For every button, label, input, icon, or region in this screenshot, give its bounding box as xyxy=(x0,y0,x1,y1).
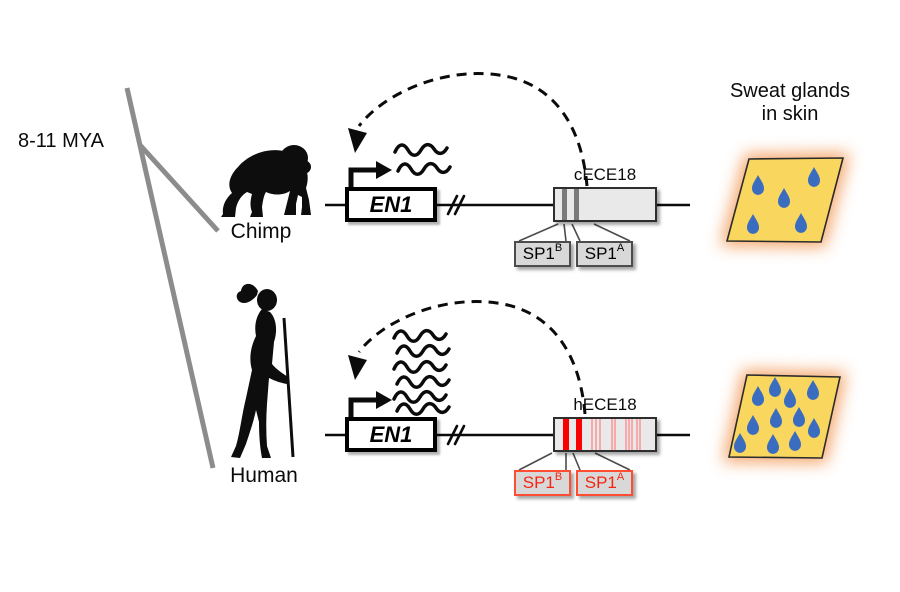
human-sp1-site-stripe xyxy=(576,419,582,450)
human-promoter-arrow-icon xyxy=(348,391,392,417)
human-enhancer-label: hECE18 xyxy=(573,395,637,414)
chimp-transcript-wave-icon xyxy=(393,142,449,157)
phylogeny-chimp-branch-line xyxy=(138,143,220,233)
human-variant-stripe xyxy=(611,419,613,450)
human-sp1a-site-box: SP1A xyxy=(576,470,633,496)
human-sweat-drop-icon xyxy=(789,431,801,451)
chimp-sp1-callout-lines xyxy=(518,223,631,242)
human-sweat-drop-icon xyxy=(807,380,819,400)
chimp-silhouette-icon xyxy=(221,145,311,217)
chimp-sweat-drop-icon xyxy=(808,167,820,187)
chimp-sp1-site-stripe xyxy=(574,189,579,220)
chimp-label: Chimp xyxy=(230,220,292,243)
human-sp1b-label: SP1B xyxy=(522,471,563,492)
chimp-enhancer-label: cECE18 xyxy=(573,165,637,184)
walking-stick-icon xyxy=(282,317,295,458)
human-variant-stripe xyxy=(591,419,593,450)
human-variant-stripe xyxy=(639,419,641,450)
human-sp1b-site-box: SP1B xyxy=(514,470,571,496)
human-sp1-callout-lines xyxy=(518,452,631,471)
human-transcript-wave-icon xyxy=(392,359,448,374)
sweat-glands-heading: Sweat glands in skin xyxy=(712,80,868,126)
chimp-promoter-arrow-icon xyxy=(348,161,392,187)
chimp-transcript-wave-icon xyxy=(396,161,452,176)
chimp-sweat-drop-icon xyxy=(795,213,807,233)
human-enhancer-loop-arc xyxy=(357,300,587,415)
human-sweat-drop-icon xyxy=(808,418,820,438)
chimp-transcript-waves xyxy=(393,142,452,176)
human-variant-stripe xyxy=(628,419,630,450)
chimp-sweat-drops xyxy=(747,167,820,234)
human-label: Human xyxy=(230,464,298,487)
chimp-sp1b-label: SP1B xyxy=(522,242,563,263)
human-ponytail xyxy=(236,283,258,303)
human-sweat-drop-icon xyxy=(793,407,805,427)
chimp-sp1a-site-box: SP1A xyxy=(576,241,633,267)
human-en1-gene-box: EN1 xyxy=(345,417,437,452)
chimp-enhancer-loop-arc xyxy=(357,72,589,187)
human-sweat-drop-icon xyxy=(767,434,779,454)
chimp-sweat-drop-icon xyxy=(752,175,764,195)
human-variant-stripe xyxy=(625,419,627,450)
human-skin-patch xyxy=(722,369,847,464)
human-sweat-drop-icon xyxy=(752,386,764,406)
chimp-sp1a-label: SP1A xyxy=(584,242,625,263)
sweat-glands-heading-line2: in skin xyxy=(761,103,819,125)
chimp-en1-gene-label: EN1 xyxy=(369,191,413,217)
human-variant-stripe xyxy=(614,419,616,450)
chimp-enhancer-box xyxy=(553,187,657,222)
human-transcript-wave-icon xyxy=(395,343,451,358)
human-sp1-site-stripe xyxy=(563,419,569,450)
human-enhancer-box xyxy=(553,417,657,452)
chimp-loop-arrowhead-icon xyxy=(348,128,367,153)
chimp-sp1b-site-box: SP1B xyxy=(514,241,571,267)
human-transcript-wave-icon xyxy=(392,389,448,404)
human-sweat-drop-icon xyxy=(769,377,781,397)
human-en1-gene-label: EN1 xyxy=(369,421,413,447)
human-sp1a-label: SP1A xyxy=(584,471,625,492)
human-loop-arrowhead-icon xyxy=(348,355,367,380)
human-sweat-drop-icon xyxy=(747,415,759,435)
human-sweat-drop-icon xyxy=(784,388,796,408)
human-variant-stripe xyxy=(631,419,633,450)
human-variant-stripe xyxy=(636,419,638,450)
chimp-sweat-drop-icon xyxy=(747,214,759,234)
chimp-sweat-drop-icon xyxy=(778,188,790,208)
human-sweat-drop-icon xyxy=(770,408,782,428)
human-transcript-wave-icon xyxy=(395,401,451,416)
human-sweat-drop-icon xyxy=(734,433,746,453)
human-variant-stripe xyxy=(599,419,601,450)
phylogeny-trunk-line xyxy=(124,87,216,469)
human-variant-stripe xyxy=(595,419,597,450)
human-silhouette-icon xyxy=(231,283,295,458)
human-sequence-break-icon xyxy=(446,424,466,446)
divergence-time-label: 8-11 MYA xyxy=(18,130,104,152)
human-sweat-drops xyxy=(734,377,820,454)
chimp-sequence-break-icon xyxy=(446,194,466,216)
sweat-glands-heading-line1: Sweat glands xyxy=(729,80,851,102)
human-transcript-wave-icon xyxy=(395,374,451,389)
chimp-sp1-site-stripe xyxy=(562,189,567,220)
human-transcript-waves xyxy=(392,328,451,416)
human-transcript-wave-icon xyxy=(392,328,448,343)
chimp-en1-gene-box: EN1 xyxy=(345,187,437,222)
chimp-skin-patch xyxy=(720,152,850,248)
